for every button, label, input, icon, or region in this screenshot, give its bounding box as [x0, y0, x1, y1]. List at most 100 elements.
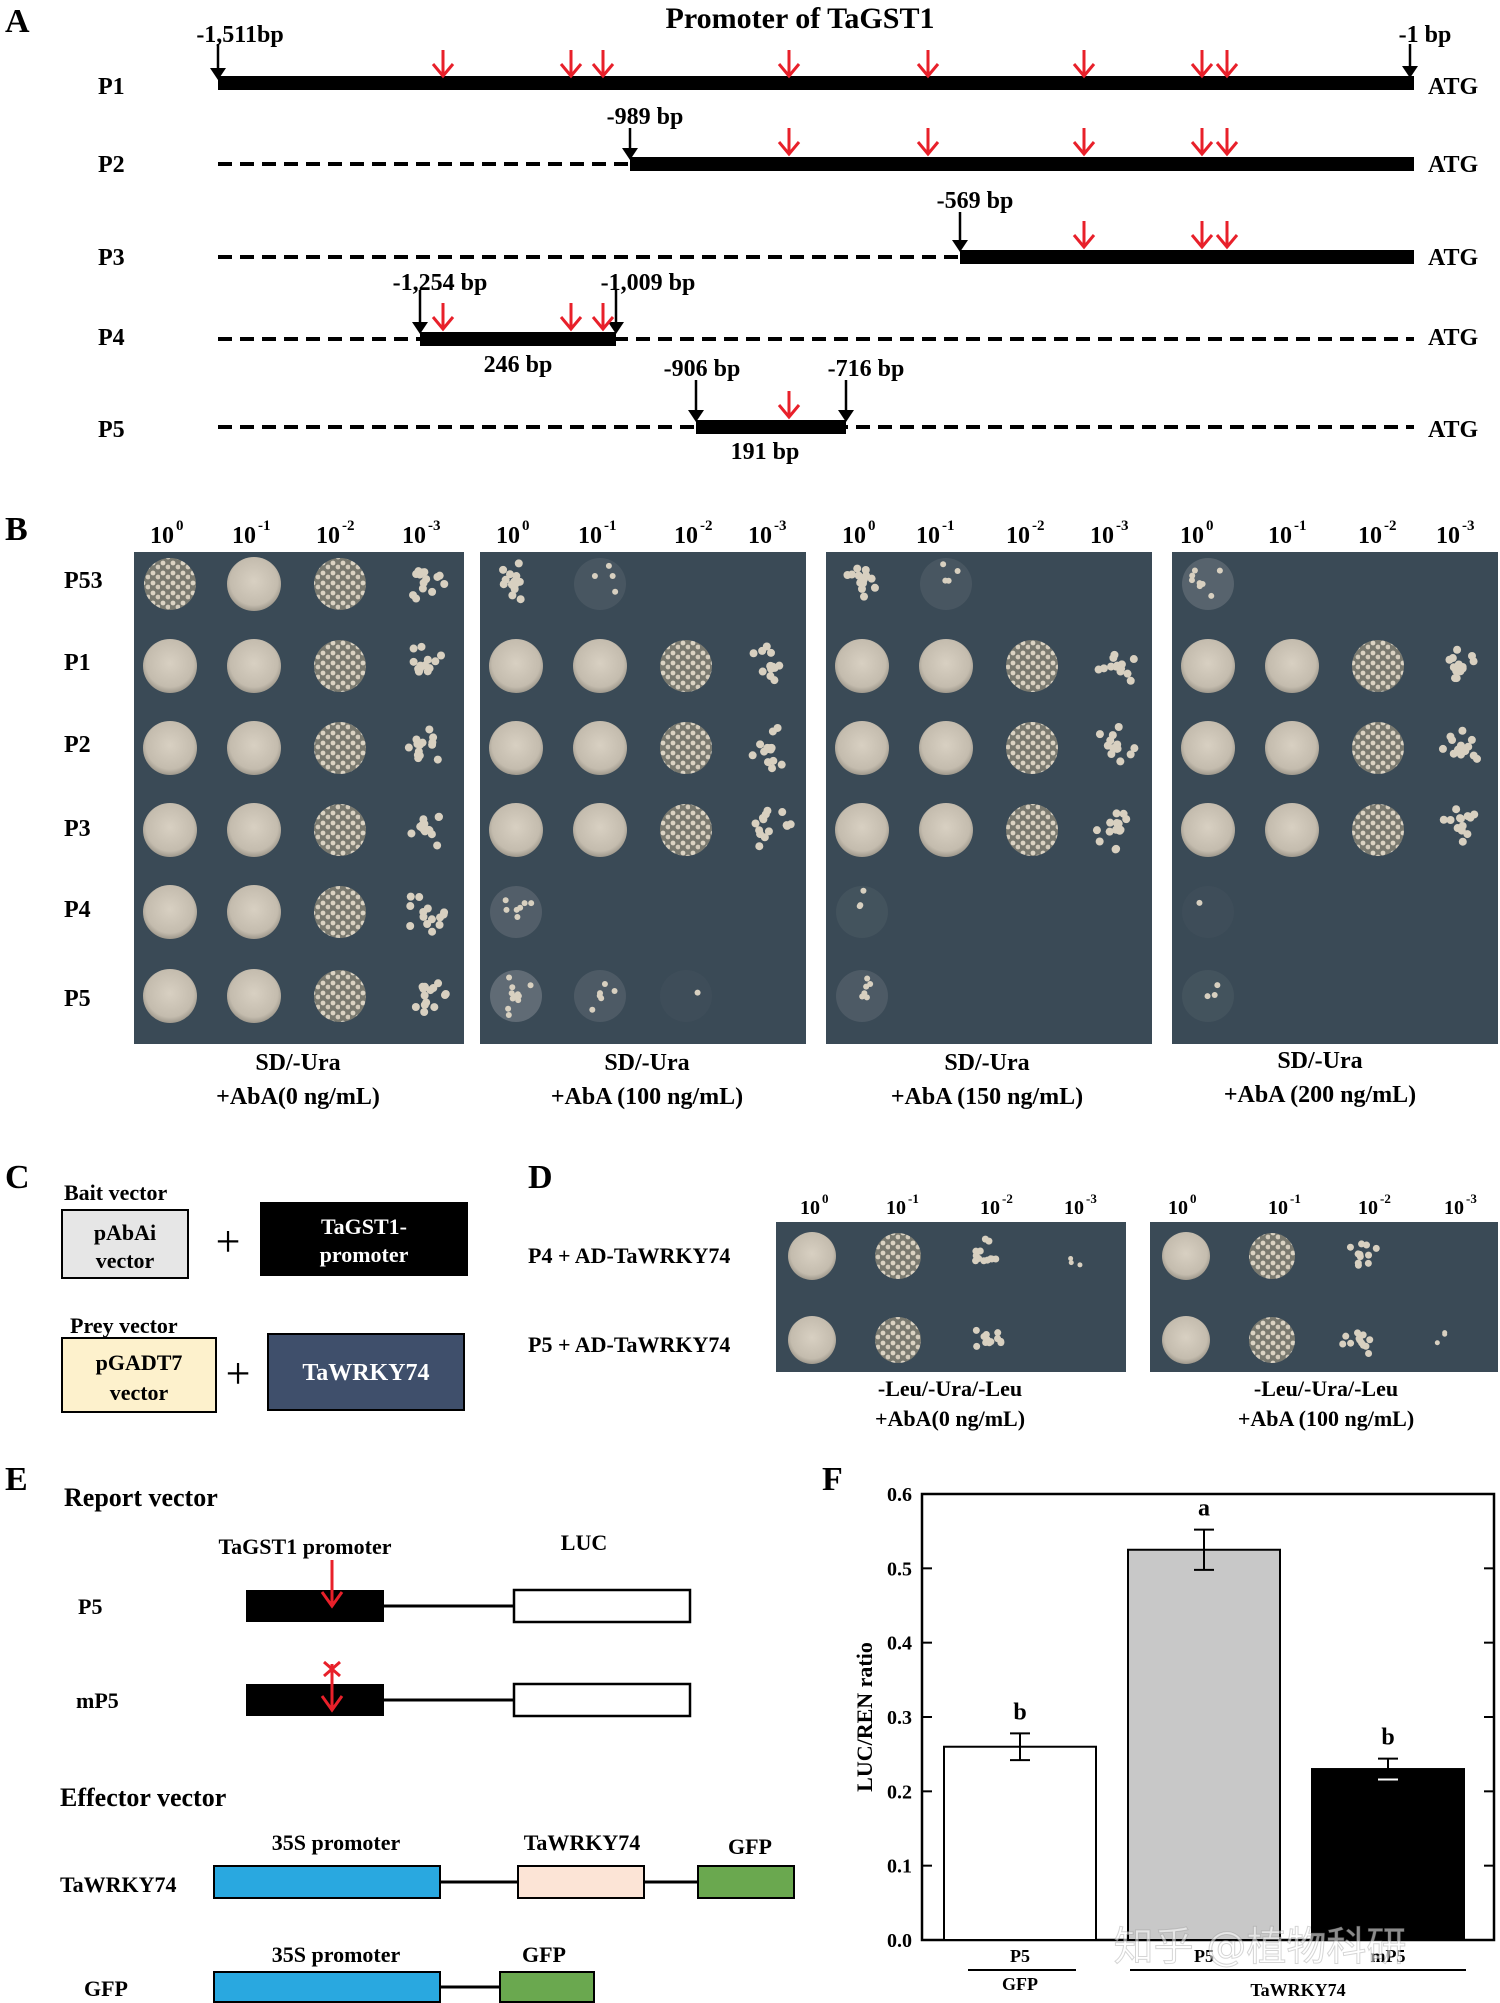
atg-label-p3: ATG — [1428, 245, 1479, 271]
row-gfp-effector: GFP — [84, 1976, 128, 2001]
colony-dot — [514, 559, 523, 568]
colony-dot — [758, 646, 767, 655]
colony-dot — [440, 580, 449, 589]
luc-box-mp5 — [512, 1682, 692, 1718]
svg-text:10: 10 — [842, 523, 866, 549]
y-tick-label: 0.4 — [887, 1633, 912, 1655]
colony-dot — [1191, 567, 1198, 574]
svg-text:10: 10 — [1006, 523, 1030, 549]
svg-text:-3: -3 — [1116, 518, 1129, 534]
colony-dot — [514, 914, 521, 921]
svg-text:+AbA (100 ng/mL): +AbA (100 ng/mL) — [1238, 1406, 1414, 1431]
colony-dot — [778, 808, 787, 817]
colony-dot — [756, 740, 765, 749]
svg-text:10: 10 — [1358, 1197, 1378, 1219]
colony-dot — [1111, 845, 1120, 854]
colony-dot — [1105, 827, 1114, 836]
colony-spot — [143, 969, 197, 1023]
svg-text:-3: -3 — [1462, 518, 1475, 534]
p3-promoter-bar — [960, 250, 1414, 264]
colony-dot — [1123, 669, 1132, 678]
colony-dot — [1107, 750, 1116, 759]
colony-spot — [143, 639, 197, 693]
promoter-box — [260, 1202, 468, 1276]
s35-label-2: 35S promoter — [272, 1942, 401, 1967]
tagst1-promoter-label: TaGST1 promoter — [219, 1534, 392, 1559]
colony-dot — [1114, 723, 1123, 732]
svg-text:10: 10 — [578, 523, 602, 549]
svg-text:0: 0 — [868, 518, 876, 534]
tawrky74-cds-box — [517, 1865, 645, 1899]
svg-text:10: 10 — [1064, 1197, 1084, 1219]
colony-spot — [1352, 640, 1404, 692]
atg-label-p2: ATG — [1428, 152, 1479, 178]
significance-letter-1: a — [1198, 1496, 1210, 1522]
colony-spot — [227, 639, 281, 693]
colony-spot-faint — [1182, 886, 1234, 938]
svg-text:SD/-Ura: SD/-Ura — [255, 1050, 340, 1076]
colony-dot — [988, 1255, 996, 1263]
category-label-1: P5 — [1194, 1946, 1214, 1966]
svg-text:10: 10 — [800, 1197, 820, 1219]
colony-spots — [143, 557, 1481, 1023]
atg-label-p1: ATG — [1428, 74, 1479, 100]
colony-dot — [854, 571, 863, 580]
panel-c-letter: C — [5, 1159, 30, 1196]
colony-dot — [694, 989, 701, 996]
svg-text:10: 10 — [1268, 1197, 1288, 1219]
colony-dot — [1130, 744, 1139, 753]
colony-spot — [227, 721, 281, 775]
colony-dot — [419, 908, 428, 917]
panel-a-letter: A — [5, 3, 30, 40]
colony-dot — [417, 821, 426, 830]
y-tick-label: 0.0 — [887, 1930, 912, 1952]
colony-dot — [1453, 824, 1462, 833]
category-label-2: mP5 — [1371, 1946, 1406, 1966]
colony-spot — [1352, 804, 1404, 856]
colony-dot — [516, 595, 525, 604]
colony-dot — [429, 983, 438, 992]
y-axis-label: LUC/REN ratio — [852, 1642, 877, 1792]
colony-dot — [1365, 1350, 1373, 1358]
colony-spot — [1249, 1317, 1295, 1363]
colony-spot — [1249, 1233, 1295, 1279]
svg-text:-3: -3 — [1086, 1191, 1097, 1206]
svg-text:-3: -3 — [1466, 1191, 1477, 1206]
colony-dot — [1216, 567, 1223, 574]
promoter-title: Promoter of TaGST1 — [666, 2, 935, 35]
colony-dot — [591, 573, 598, 580]
colony-dot — [755, 842, 764, 851]
colony-dot — [1112, 809, 1121, 818]
svg-text:-1: -1 — [258, 518, 271, 534]
colony-dot — [1466, 813, 1475, 822]
colony-dot — [863, 994, 870, 1001]
s35-label-1: 35S promoter — [272, 1830, 401, 1855]
row-p5-ad: P5 + AD-TaWRKY74 — [528, 1332, 730, 1357]
colony-spot — [1181, 639, 1235, 693]
colony-dot — [406, 922, 415, 931]
colony-spot — [1006, 640, 1058, 692]
colony-spot — [314, 640, 366, 692]
row-tawrky74-effector: TaWRKY74 — [60, 1872, 177, 1897]
colony-dot — [1449, 663, 1458, 672]
pabai-box — [61, 1209, 189, 1279]
colony-dot — [1439, 815, 1448, 824]
colony-spot — [143, 885, 197, 939]
colony-dot — [1458, 743, 1467, 752]
colony-dot — [508, 591, 517, 600]
colony-dot — [1126, 676, 1135, 685]
colony-spot — [489, 803, 543, 857]
colony-spot — [143, 721, 197, 775]
colony-dot — [1095, 837, 1104, 846]
colony-dot — [1068, 1260, 1074, 1266]
colony-spot — [1265, 803, 1319, 857]
bar-2 — [1311, 1768, 1465, 1941]
panel-f-letter: F — [822, 1461, 843, 1498]
colony-dot — [411, 1002, 420, 1011]
svg-text:-2: -2 — [1380, 1191, 1391, 1206]
colony-dot — [1199, 581, 1206, 588]
colony-dot — [433, 841, 442, 850]
colony-dot — [1339, 1340, 1347, 1348]
p2-promoter-bar — [630, 157, 1414, 171]
svg-text:10: 10 — [232, 523, 256, 549]
